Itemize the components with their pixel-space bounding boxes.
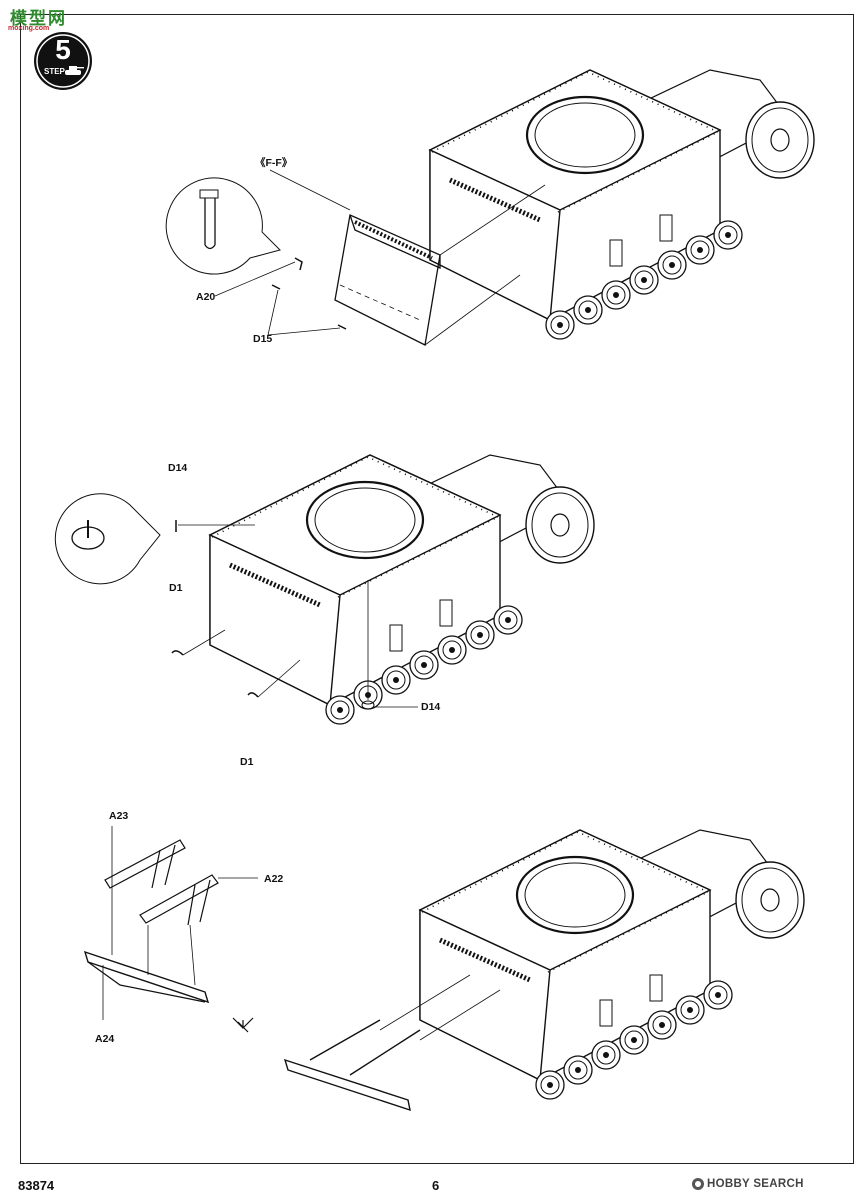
- detail-bubble-icon: [54, 493, 161, 585]
- step-number: 5: [55, 34, 71, 65]
- brand-name: HOBBY SEARCH: [707, 1178, 804, 1190]
- callout-a23: A23: [109, 810, 129, 822]
- step-word: STEP: [44, 67, 65, 76]
- callout-a22: A22: [264, 873, 284, 885]
- callout-d1-top: D1: [169, 582, 183, 594]
- callout-a24: A24: [95, 1033, 115, 1045]
- step-badge: 5 STEP: [32, 30, 94, 92]
- watermark-title: 模型网: [10, 9, 67, 29]
- step-badge-icon: [34, 32, 92, 90]
- callout-d1-bottom: D1: [240, 756, 254, 768]
- callout-f-f: 《F-F》: [255, 157, 293, 169]
- callout-a20: A20: [196, 291, 216, 303]
- page-frame: [20, 14, 854, 1164]
- watermark-logo: 模型网 moxing.com: [4, 4, 74, 38]
- callout-d15: D15: [253, 333, 273, 345]
- double-arrow-icon: [232, 1017, 254, 1033]
- page-number: 6: [432, 1178, 440, 1193]
- callout-d14-bottom: D14: [421, 701, 441, 713]
- callout-d14-top: D14: [168, 462, 188, 474]
- tank-silhouette-icon: [65, 66, 84, 75]
- detail-bubble-icon: [165, 177, 281, 275]
- watermark-url: moxing.com: [8, 25, 50, 32]
- tank-hull-2: [210, 455, 594, 724]
- tank-hull-3: [420, 830, 804, 1099]
- hobbysearch-logo-icon: [692, 1178, 704, 1190]
- kit-number: 83874: [18, 1178, 55, 1193]
